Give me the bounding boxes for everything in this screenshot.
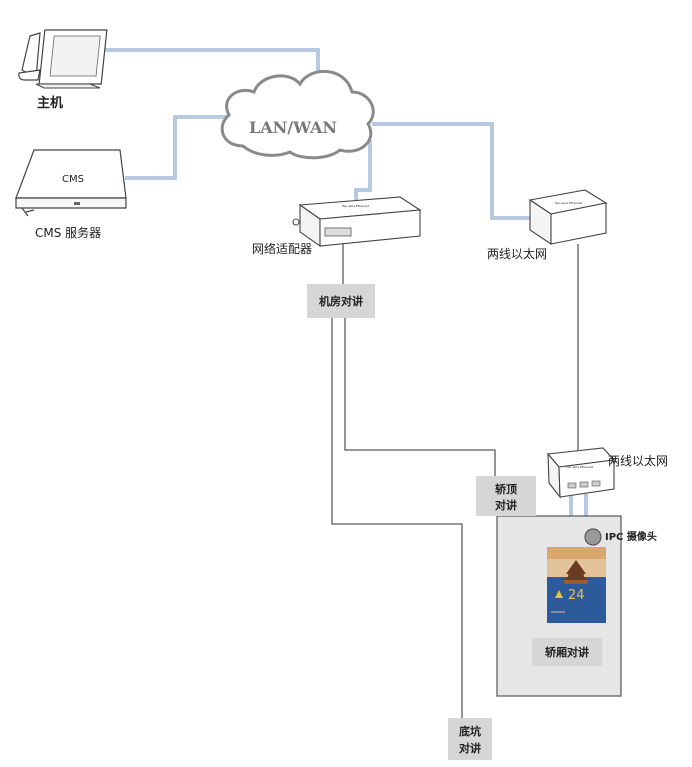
pit-box <box>448 718 492 760</box>
cms-device <box>15 149 127 217</box>
car-screen <box>547 547 606 623</box>
pit-label-line2: 对讲 <box>459 741 481 755</box>
car-top-label-line2: 对讲 <box>495 498 517 512</box>
ipc-camera-icon <box>584 528 602 546</box>
ethernet-bottom-device-text: Two-wire Ethernet <box>565 465 594 469</box>
cms-label: CMS 服务器 <box>35 225 101 240</box>
ethernet-bottom-label: 两线以太网 <box>608 453 668 468</box>
host-label: 主机 <box>37 95 63 111</box>
up-arrow-icon <box>555 590 563 598</box>
car-intercom-box <box>532 638 602 666</box>
ipc-camera-label: IPC 摄像头 <box>605 530 657 543</box>
machine-room-box <box>307 284 375 318</box>
ethernet-top-label: 两线以太网 <box>487 246 547 261</box>
ethernet-bottom-device <box>546 447 616 499</box>
adapter-device-text: Two-wire Ethernet <box>341 204 370 208</box>
cloud-label: LAN/WAN <box>249 118 337 137</box>
cable-machine-room-car-top <box>344 318 496 476</box>
adapter-label: 网络适配器 <box>252 241 312 256</box>
car-top-box <box>476 476 536 516</box>
link-cms-cloud <box>125 115 232 180</box>
car-top-label-line1: 轿顶 <box>495 482 517 496</box>
adapter-device <box>292 196 422 248</box>
machine-room-label: 机房对讲 <box>319 294 363 308</box>
ethernet-top-device <box>528 189 608 246</box>
pit-label-line1: 底坑 <box>459 724 481 738</box>
ethernet-top-device-text: Two-wire Ethernet <box>554 201 583 205</box>
link-host-cloud <box>100 48 320 78</box>
screen-floor-number: 24 <box>568 588 585 603</box>
cable-machine-room-pit <box>331 318 463 718</box>
host-device <box>18 29 108 89</box>
cloud-shape <box>220 70 375 160</box>
car-intercom-label: 轿厢对讲 <box>545 645 589 659</box>
cms-device-text: CMS <box>62 174 84 185</box>
